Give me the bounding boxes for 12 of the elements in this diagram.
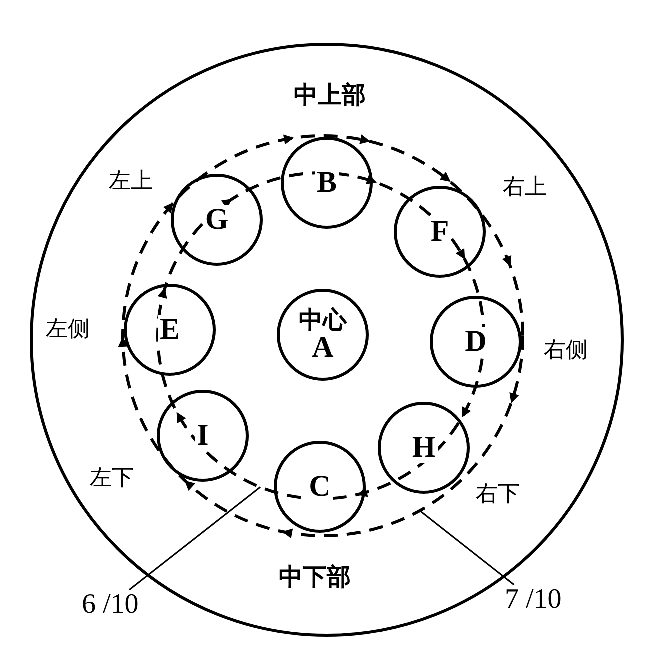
position-circle	[378, 402, 470, 494]
leader-line	[420, 510, 515, 586]
position-circle	[157, 390, 249, 482]
position-circle	[124, 284, 216, 376]
position-circle	[171, 174, 263, 266]
position-circle	[277, 289, 369, 381]
center-label: 中心	[298, 307, 348, 333]
position-circle	[394, 186, 486, 278]
position-circle	[281, 137, 373, 229]
position-circle	[430, 296, 522, 388]
leader-line	[129, 486, 261, 591]
position-circle	[274, 441, 366, 533]
